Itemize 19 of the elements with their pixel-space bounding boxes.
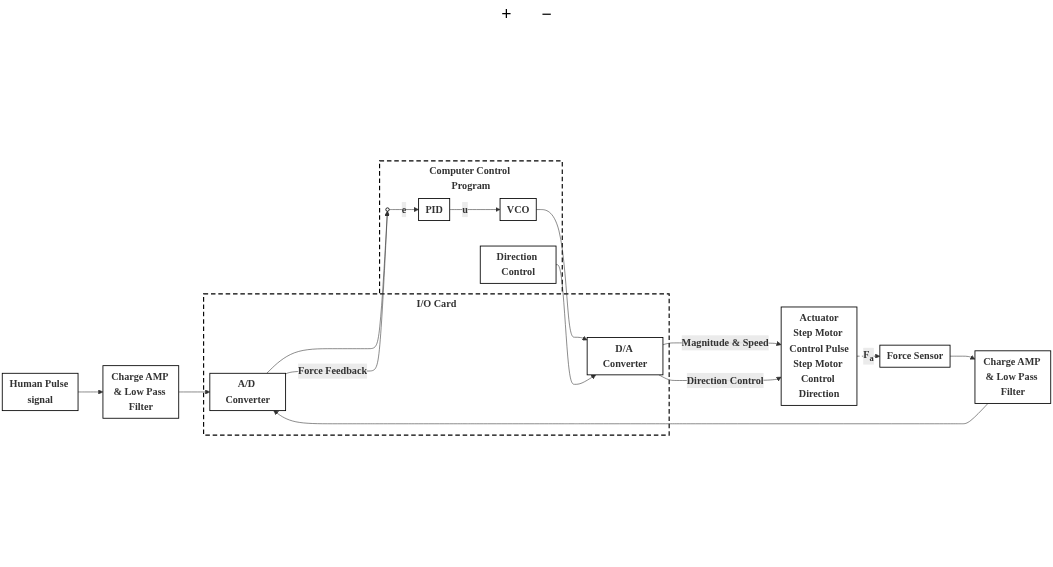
node-box: Charge AMP & Low Pass Filter — [974, 350, 1052, 404]
edge-label: F$_{a}$ — [863, 349, 874, 363]
edge-label: u — [462, 203, 468, 215]
node-box: PID — [418, 198, 451, 221]
node-box: D/A Converter — [586, 337, 664, 376]
node-box: Actuator Step Motor Control Pulse Step Motor Control Direction — [780, 306, 858, 406]
node-box: A/D Converter — [209, 372, 287, 412]
node-box: Human Pulse signal — [1, 372, 79, 412]
node-box: Force Sensor — [879, 344, 951, 368]
edge-label: e — [401, 203, 407, 215]
sign-label: + — [501, 4, 512, 25]
edge-label: Magnitude & Speed — [681, 336, 769, 349]
node-box: VCO — [499, 198, 537, 221]
node-circle — [385, 207, 390, 212]
node-box: Direction Control — [479, 245, 557, 284]
edge-label: Force Feedback — [298, 365, 368, 377]
edge-label: Direction Control — [686, 374, 764, 386]
sign-label: − — [541, 4, 552, 25]
node-box: Charge AMP & Low Pass Filter — [102, 365, 180, 419]
